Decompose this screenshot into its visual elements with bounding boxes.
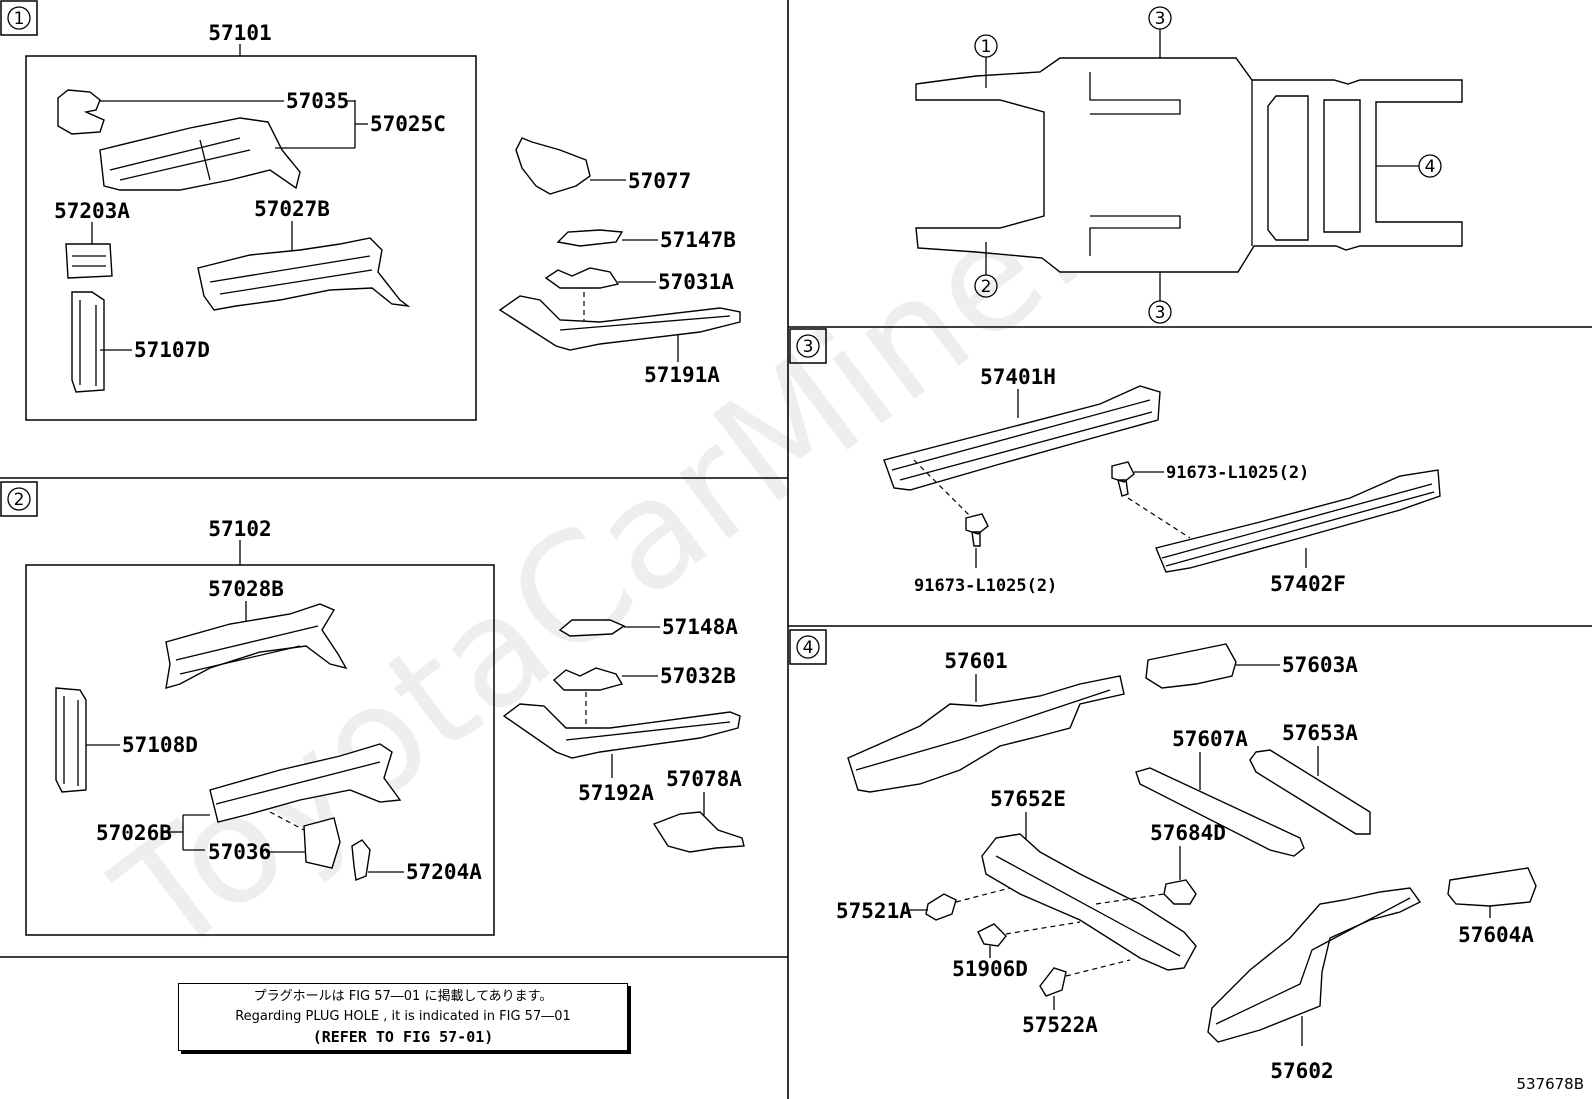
section-1: 57101 57035 57025C 57203A 57027B 57107D xyxy=(25,21,741,421)
svg-text:4: 4 xyxy=(803,638,814,658)
part-57147B[interactable] xyxy=(556,229,624,247)
part-label-57204A[interactable]: 57204A xyxy=(406,860,482,884)
part-label-57607A[interactable]: 57607A xyxy=(1172,727,1248,751)
part-57148A[interactable] xyxy=(558,619,626,637)
part-57077[interactable] xyxy=(515,137,591,195)
part-label-57102[interactable]: 57102 xyxy=(208,517,271,541)
part-label-57031A[interactable]: 57031A xyxy=(658,270,734,294)
part-label-57035[interactable]: 57035 xyxy=(286,89,349,113)
part-label-57032B[interactable]: 57032B xyxy=(660,664,736,688)
overview-floor-panel-2[interactable] xyxy=(1323,99,1361,233)
part-57204A[interactable] xyxy=(351,839,371,881)
section-marker-4: 4 xyxy=(789,629,827,665)
part-label-57028B[interactable]: 57028B xyxy=(208,577,284,601)
part-label-57521A[interactable]: 57521A xyxy=(836,899,912,923)
part-57607A[interactable] xyxy=(1135,767,1305,857)
part-57032B[interactable] xyxy=(552,667,624,691)
part-label-57652E[interactable]: 57652E xyxy=(990,787,1066,811)
svg-text:3: 3 xyxy=(803,337,814,357)
note-refer: (REFER TO FIG 57-01) xyxy=(312,1028,494,1046)
part-label-57684D[interactable]: 57684D xyxy=(1150,821,1226,845)
part-label-57036[interactable]: 57036 xyxy=(208,840,271,864)
part-label-57078A[interactable]: 57078A xyxy=(666,767,742,791)
part-57108D[interactable] xyxy=(55,687,87,793)
callout-4: 4 xyxy=(1425,157,1436,177)
section-4: 57601 57603A 57607A 57653A 57652E 57684D… xyxy=(836,643,1537,1083)
part-51906D[interactable] xyxy=(977,923,1007,947)
part-label-91673-left[interactable]: 91673-L1025(2) xyxy=(914,576,1057,596)
part-57521A[interactable] xyxy=(925,893,957,921)
callout-3-top: 3 xyxy=(1155,9,1166,29)
part-57107D[interactable] xyxy=(71,291,105,393)
part-label-57107D[interactable]: 57107D xyxy=(134,338,210,362)
part-label-57601[interactable]: 57601 xyxy=(944,649,1007,673)
part-label-57603A[interactable]: 57603A xyxy=(1282,653,1358,677)
part-57401H[interactable] xyxy=(883,385,1161,491)
part-label-57077[interactable]: 57077 xyxy=(628,169,691,193)
svg-text:1: 1 xyxy=(14,9,25,29)
plug-hole-note: プラグホールは FIG 57―01 に掲載してあります。 Regarding P… xyxy=(178,983,628,1051)
section-marker-2: 2 xyxy=(0,481,38,517)
part-57035[interactable] xyxy=(57,89,105,135)
figure-number: 537678B xyxy=(1516,1075,1584,1093)
part-label-57602[interactable]: 57602 xyxy=(1270,1059,1333,1083)
part-57025C[interactable] xyxy=(99,117,301,191)
part-57684D[interactable] xyxy=(1163,879,1197,905)
part-57031A[interactable] xyxy=(544,267,620,289)
part-57603A[interactable] xyxy=(1145,643,1237,689)
part-label-57027B[interactable]: 57027B xyxy=(254,197,330,221)
part-57601[interactable] xyxy=(847,675,1125,793)
part-label-57402F[interactable]: 57402F xyxy=(1270,572,1346,596)
part-label-57101[interactable]: 57101 xyxy=(208,21,271,45)
bolt-91673-right[interactable] xyxy=(1111,461,1135,497)
callout-1: 1 xyxy=(981,37,992,57)
section-marker-3: 3 xyxy=(789,328,827,364)
part-label-57026B[interactable]: 57026B xyxy=(96,821,172,845)
part-label-57147B[interactable]: 57147B xyxy=(660,228,736,252)
part-label-57653A[interactable]: 57653A xyxy=(1282,721,1358,745)
part-57522A[interactable] xyxy=(1039,967,1067,997)
part-label-57108D[interactable]: 57108D xyxy=(122,733,198,757)
overview-floor-panel-1[interactable] xyxy=(1267,95,1309,241)
part-label-57191A[interactable]: 57191A xyxy=(644,363,720,387)
part-label-57148A[interactable]: 57148A xyxy=(662,615,738,639)
underbody-overview: 1 2 3 3 4 xyxy=(915,6,1463,324)
part-label-57604A[interactable]: 57604A xyxy=(1458,923,1534,947)
part-label-57025C[interactable]: 57025C xyxy=(370,112,446,136)
callout-2: 2 xyxy=(981,277,992,297)
part-label-57522A[interactable]: 57522A xyxy=(1022,1013,1098,1037)
part-57191A[interactable] xyxy=(498,295,741,351)
part-57026B[interactable] xyxy=(209,743,402,823)
bolt-91673-left[interactable] xyxy=(965,513,989,547)
callout-3-bottom: 3 xyxy=(1155,303,1166,323)
section-marker-1: 1 xyxy=(0,0,38,36)
part-label-57401H[interactable]: 57401H xyxy=(980,365,1056,389)
part-57602[interactable] xyxy=(1207,887,1422,1043)
svg-text:2: 2 xyxy=(14,490,25,510)
section-3: 57401H 91673-L1025(2) 91673-L1025(2) 574… xyxy=(883,365,1441,596)
part-57653A[interactable] xyxy=(1249,749,1371,835)
part-label-91673-right[interactable]: 91673-L1025(2) xyxy=(1166,463,1309,483)
part-57078A[interactable] xyxy=(652,811,745,853)
note-japanese: プラグホールは FIG 57―01 に掲載してあります。 xyxy=(253,989,553,1004)
part-57027B[interactable] xyxy=(197,237,411,311)
part-label-51906D[interactable]: 51906D xyxy=(952,957,1028,981)
part-label-57192A[interactable]: 57192A xyxy=(578,781,654,805)
note-english: Regarding PLUG HOLE , it is indicated in… xyxy=(235,1009,571,1024)
part-57652E[interactable] xyxy=(981,833,1197,971)
part-57604A[interactable] xyxy=(1447,867,1537,907)
part-label-57203A[interactable]: 57203A xyxy=(54,199,130,223)
part-57036[interactable] xyxy=(303,817,341,869)
part-57192A[interactable] xyxy=(502,703,741,759)
section-2: 57102 57028B 57108D 57026B 57036 57204A xyxy=(25,517,745,936)
part-57203A[interactable] xyxy=(65,243,113,279)
